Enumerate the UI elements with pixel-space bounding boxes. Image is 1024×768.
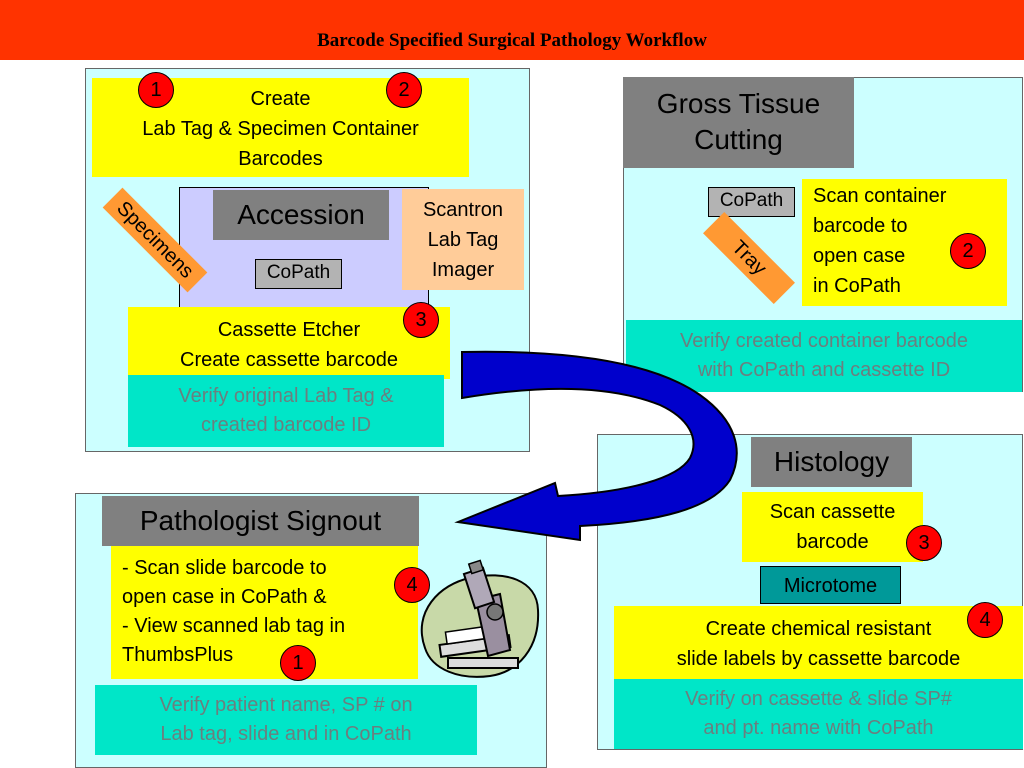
step-badge-2: 2 (386, 72, 422, 108)
diagram-title: Barcode Specified Surgical Pathology Wor… (317, 30, 707, 51)
signout-line: - Scan slide barcode to (122, 557, 327, 579)
create-line: Lab Tag & Specimen Container (142, 118, 419, 140)
create-line: Create chemical resistant (705, 618, 932, 640)
scan-line: Scan container (813, 185, 947, 207)
cassette-etcher-note: Cassette Etcher Create cassette barcode (128, 307, 450, 379)
verify-line: Lab tag, slide and in CoPath (160, 723, 412, 745)
step-badge-1: 1 (280, 645, 316, 681)
signout-heading: Pathologist Signout (102, 496, 419, 546)
scan-line: open case (813, 245, 906, 267)
step-badge-4: 4 (394, 567, 430, 603)
step-badge-2: 2 (950, 233, 986, 269)
accession-verify-box: Verify original Lab Tag & created barcod… (128, 375, 444, 447)
scan-line: Scan cassette (769, 501, 896, 523)
create-line: Create (250, 88, 311, 110)
histology-verify-box: Verify on cassette & slide SP# and pt. n… (614, 679, 1023, 749)
etcher-line: Cassette Etcher (217, 319, 361, 341)
verify-line: created barcode ID (200, 414, 372, 436)
gross-heading-line: Cutting (694, 124, 783, 155)
copath-label: CoPath (255, 259, 342, 289)
gross-heading: Gross Tissue Cutting (623, 77, 854, 168)
scantron-line: Lab Tag (427, 229, 499, 251)
copath-label: CoPath (708, 187, 795, 217)
step-badge-3: 3 (906, 525, 942, 561)
verify-line: Verify patient name, SP # on (159, 694, 413, 716)
scantron-line: Imager (431, 259, 495, 281)
scantron-box: Scantron Lab Tag Imager (402, 189, 524, 290)
scan-cassette-note: Scan cassette barcode (742, 492, 923, 562)
verify-line: Verify created container barcode (680, 330, 968, 352)
scan-line: in CoPath (813, 275, 901, 297)
verify-line: and pt. name with CoPath (703, 717, 934, 739)
gross-verify-box: Verify created container barcode with Co… (626, 320, 1022, 392)
signout-line: - View scanned lab tag in (122, 615, 346, 637)
gross-heading-line: Gross Tissue (656, 88, 821, 119)
create-labels-note: Create chemical resistant slide labels b… (614, 606, 1023, 679)
scan-slide-note: - Scan slide barcode to open case in CoP… (111, 546, 418, 679)
title-bar (0, 0, 1024, 60)
scan-line: barcode to (813, 215, 908, 237)
etcher-line: Create cassette barcode (180, 349, 398, 371)
create-barcodes-note: Create Lab Tag & Specimen Container Barc… (92, 78, 469, 177)
accession-heading: Accession (213, 190, 389, 240)
signout-line: open case in CoPath & (122, 586, 327, 608)
step-badge-4: 4 (967, 602, 1003, 638)
microtome-label: Microtome (760, 566, 901, 604)
scantron-line: Scantron (422, 199, 504, 221)
signout-verify-box: Verify patient name, SP # on Lab tag, sl… (95, 685, 477, 755)
histology-heading: Histology (751, 437, 912, 487)
signout-line: ThumbsPlus (122, 644, 234, 666)
verify-line: Verify original Lab Tag & (178, 385, 394, 407)
step-badge-1: 1 (138, 72, 174, 108)
scan-line: barcode (796, 531, 869, 553)
verify-line: with CoPath and cassette ID (697, 359, 951, 381)
step-badge-3: 3 (403, 302, 439, 338)
create-line: Barcodes (238, 148, 323, 170)
create-line: slide labels by cassette barcode (676, 648, 961, 670)
verify-line: Verify on cassette & slide SP# (685, 688, 952, 710)
